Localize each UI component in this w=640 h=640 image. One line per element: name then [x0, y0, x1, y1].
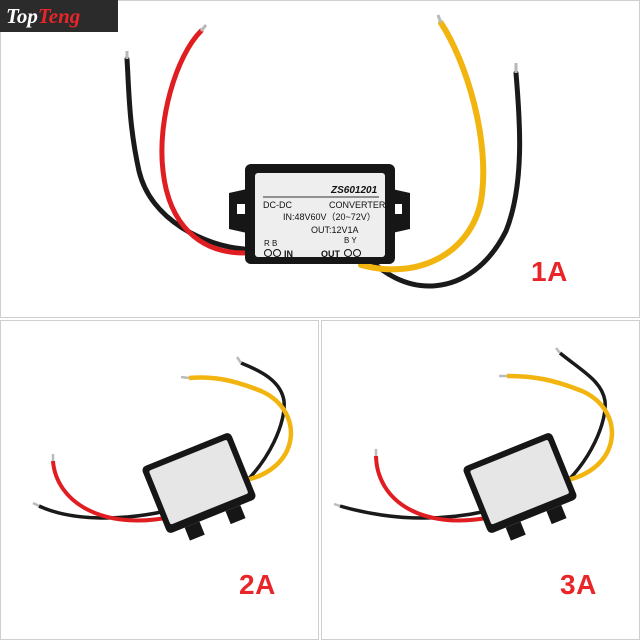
out-wires-label: B Y [344, 236, 357, 245]
brand-logo-part2: Teng [37, 4, 81, 28]
panel-label-2a: 2A [239, 569, 276, 600]
wire-yellow-out [358, 20, 487, 273]
converter-photo-angled-2a [32, 356, 294, 541]
product-panel-1a: ZS601201 DC-DC CONVERTER IN:48V60V（20~72… [0, 0, 640, 318]
wire-black-in [124, 56, 247, 252]
in-wires-label: R B [264, 239, 277, 248]
converter-photo-front: ZS601201 DC-DC CONVERTER IN:48V60V（20~72… [124, 14, 523, 289]
type-label: DC-DC [263, 200, 292, 210]
product-panel-3a: 3A [321, 320, 640, 640]
model-label: ZS601201 [330, 185, 378, 196]
converter-housing [229, 164, 410, 264]
output-spec-label: OUT:12V1A [311, 225, 359, 235]
out-label: OUT [321, 249, 341, 259]
converter-photo-angled-3a [333, 347, 615, 541]
panel-label-1a: 1A [531, 256, 568, 287]
in-label: IN [284, 249, 293, 259]
wire-red-in [159, 28, 247, 256]
product-panel-2a: 2A [0, 320, 319, 640]
panel-label-3a: 3A [560, 569, 597, 600]
brand-logo: TopTeng [0, 0, 118, 32]
input-spec-label: IN:48V60V（20~72V） [283, 212, 376, 222]
brand-logo-part1: Top [6, 4, 38, 28]
wire-black-out [358, 70, 523, 289]
name-label: CONVERTER [329, 200, 386, 210]
